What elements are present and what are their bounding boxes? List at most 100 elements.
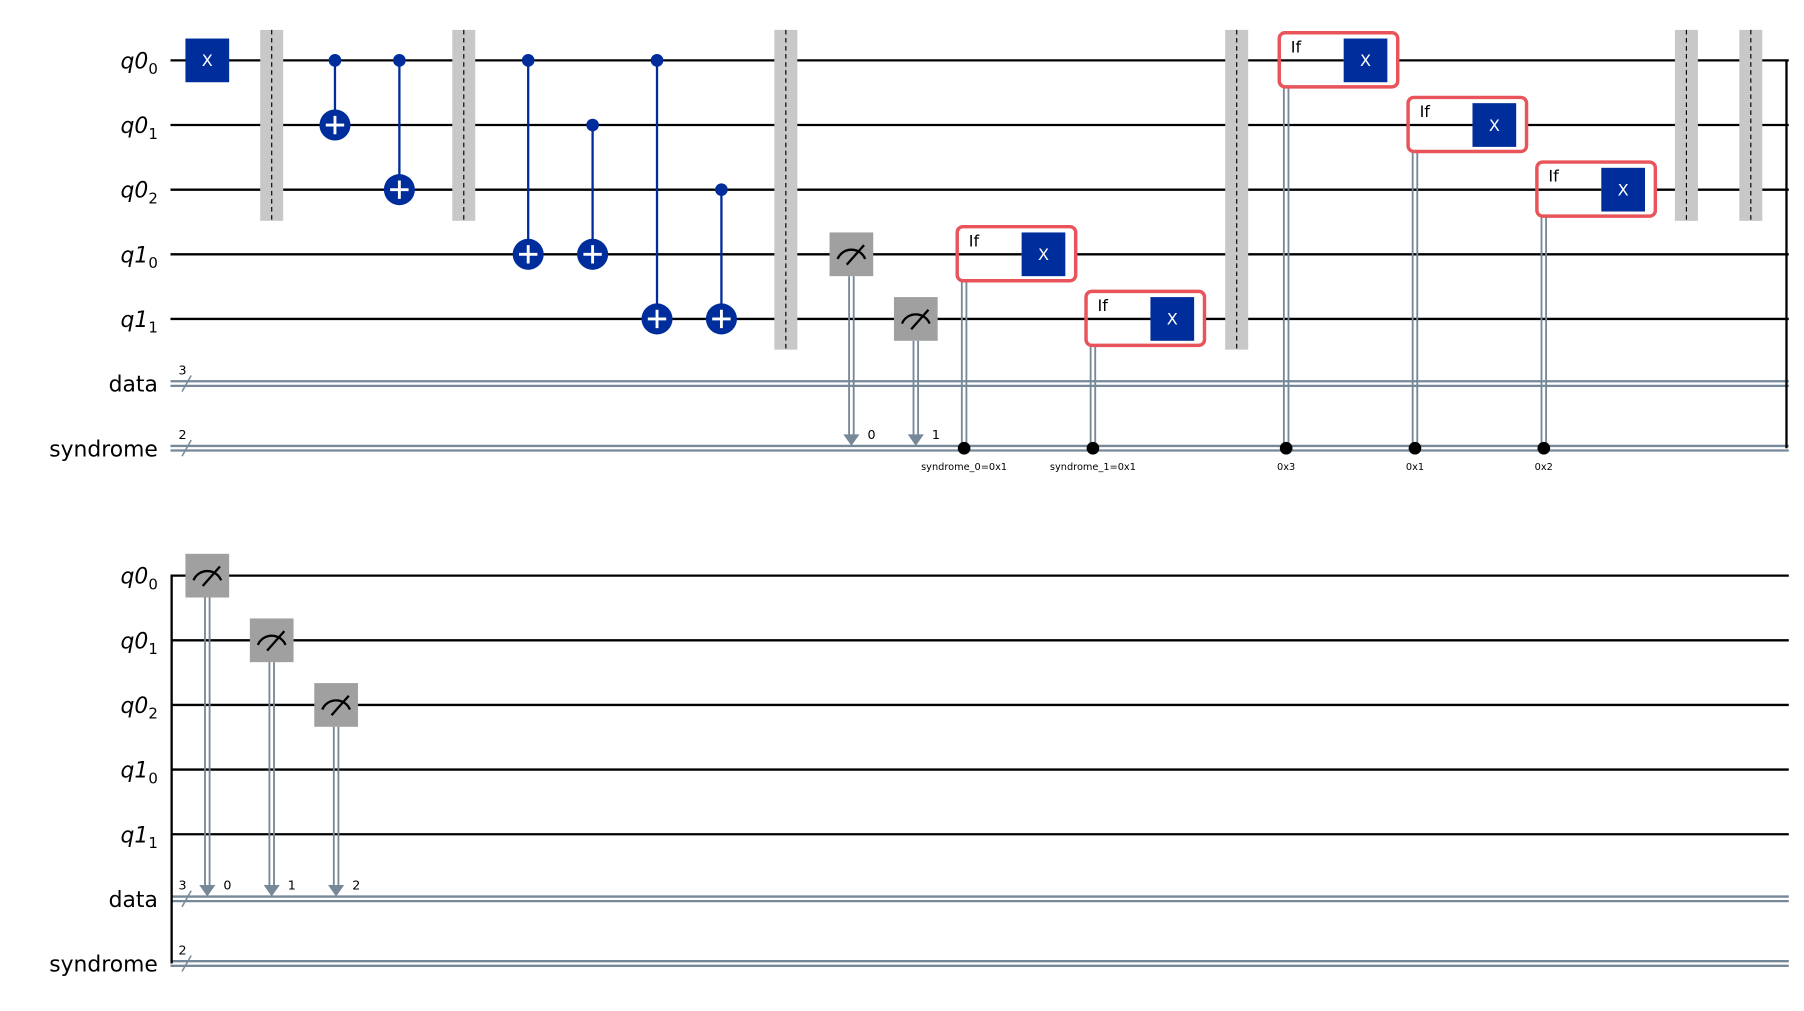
condition-label: syndrome_0=0x1 [921, 462, 1007, 473]
condition-label: syndrome_1=0x1 [1050, 462, 1136, 473]
cnot-control-dot [715, 183, 728, 196]
wire-label-name: q1 [121, 759, 149, 784]
x-gate-label: X [1618, 180, 1629, 199]
wire-label-index: 0 [148, 254, 158, 272]
barrier [774, 29, 798, 350]
meter-icon [256, 630, 287, 652]
wire-label-name: q1 [121, 243, 149, 268]
if-label: If [1420, 102, 1431, 121]
wire-label-index: 2 [148, 705, 158, 723]
x-gate [1472, 103, 1517, 147]
wire-label: q02 [121, 179, 158, 208]
arrow-down-icon [328, 885, 345, 897]
plus-icon [647, 309, 667, 329]
bus-slash [181, 890, 192, 908]
barrier [260, 29, 284, 221]
wire-label: data [109, 888, 158, 913]
register-size: 3 [179, 362, 187, 377]
cnot-control-dot [521, 54, 535, 67]
plus-icon [583, 245, 602, 264]
condition-dot [1279, 441, 1293, 455]
meter-icon [900, 308, 931, 331]
wire-label: q11 [121, 823, 158, 852]
wire-label-index: 0 [148, 575, 158, 593]
condition-label: 0x1 [1406, 462, 1424, 473]
x-gate [1150, 297, 1195, 341]
meter-icon [836, 244, 867, 266]
if-label: If [1548, 167, 1559, 186]
wire-label-name: q0 [121, 114, 149, 139]
condition-label: 0x2 [1535, 462, 1553, 473]
wire-label-name: q1 [121, 823, 149, 848]
wire-label: q01 [121, 629, 158, 658]
x-gate-label: X [1360, 51, 1371, 70]
register-size: 2 [179, 427, 187, 442]
measure-bit-index: 2 [352, 878, 360, 893]
barrier [1225, 29, 1249, 350]
wire-label: q10 [121, 243, 158, 272]
measure-gate [314, 683, 358, 727]
condition-dot [1408, 441, 1422, 455]
wire-label: q11 [121, 308, 158, 337]
if-label: If [1291, 37, 1302, 56]
cnot-control-dot [586, 118, 599, 132]
wire-label-name: q0 [121, 694, 149, 719]
cnot-control-dot [650, 54, 664, 67]
wire-label-name: q0 [121, 629, 149, 654]
condition-label: 0x3 [1277, 462, 1295, 473]
cnot-control-dot [393, 54, 406, 67]
plus-icon [325, 115, 345, 135]
if-label: If [1098, 296, 1109, 315]
meter-icon [321, 694, 351, 717]
wire-label: q02 [121, 694, 158, 723]
plus-icon [712, 309, 731, 329]
bus-slash [181, 439, 192, 457]
arrow-down-icon [907, 434, 924, 446]
bus-slash [181, 955, 192, 972]
plus-icon [518, 245, 538, 264]
x-gate-label: X [1038, 245, 1049, 264]
barrier [1739, 29, 1763, 221]
wire-label: q10 [121, 759, 158, 788]
wire-label-index: 1 [148, 319, 158, 337]
measure-bit-index: 1 [932, 427, 940, 442]
wire-label: q00 [121, 565, 158, 594]
condition-dot [957, 441, 971, 455]
if-label: If [969, 231, 980, 250]
arrow-down-icon [263, 885, 280, 897]
bus-slash [181, 375, 192, 393]
wire-label: q01 [121, 114, 158, 143]
register-size: 2 [179, 942, 187, 957]
wire-label-index: 0 [148, 769, 158, 787]
x-gate [1021, 232, 1066, 277]
arrow-down-icon [843, 434, 860, 446]
x-gate-label: X [1489, 116, 1500, 135]
x-gate [1343, 38, 1388, 83]
x-gate-label: X [202, 51, 213, 70]
condition-dot [1086, 441, 1100, 455]
x-gate [185, 38, 230, 83]
measure-bit-index: 0 [867, 427, 875, 442]
barrier [452, 29, 476, 221]
wire-label: q00 [121, 49, 158, 78]
cnot-control-dot [328, 54, 342, 67]
measure-gate [249, 618, 294, 663]
wire-label-index: 2 [148, 189, 158, 207]
arrow-down-icon [199, 885, 216, 897]
wire-label: syndrome [49, 953, 158, 978]
plus-icon [390, 180, 409, 199]
barrier [1674, 29, 1698, 221]
wire-label: data [109, 373, 158, 398]
measure-gate [893, 297, 938, 341]
x-gate [1601, 167, 1646, 212]
wire-label-name: q0 [121, 179, 149, 204]
register-size: 3 [179, 878, 187, 893]
wire-label-index: 1 [148, 640, 158, 658]
wire-label-index: 1 [148, 834, 158, 852]
meter-icon [192, 565, 223, 587]
wire-label-name: q0 [121, 565, 149, 590]
measure-bit-index: 1 [288, 878, 296, 893]
measure-gate [829, 232, 874, 277]
